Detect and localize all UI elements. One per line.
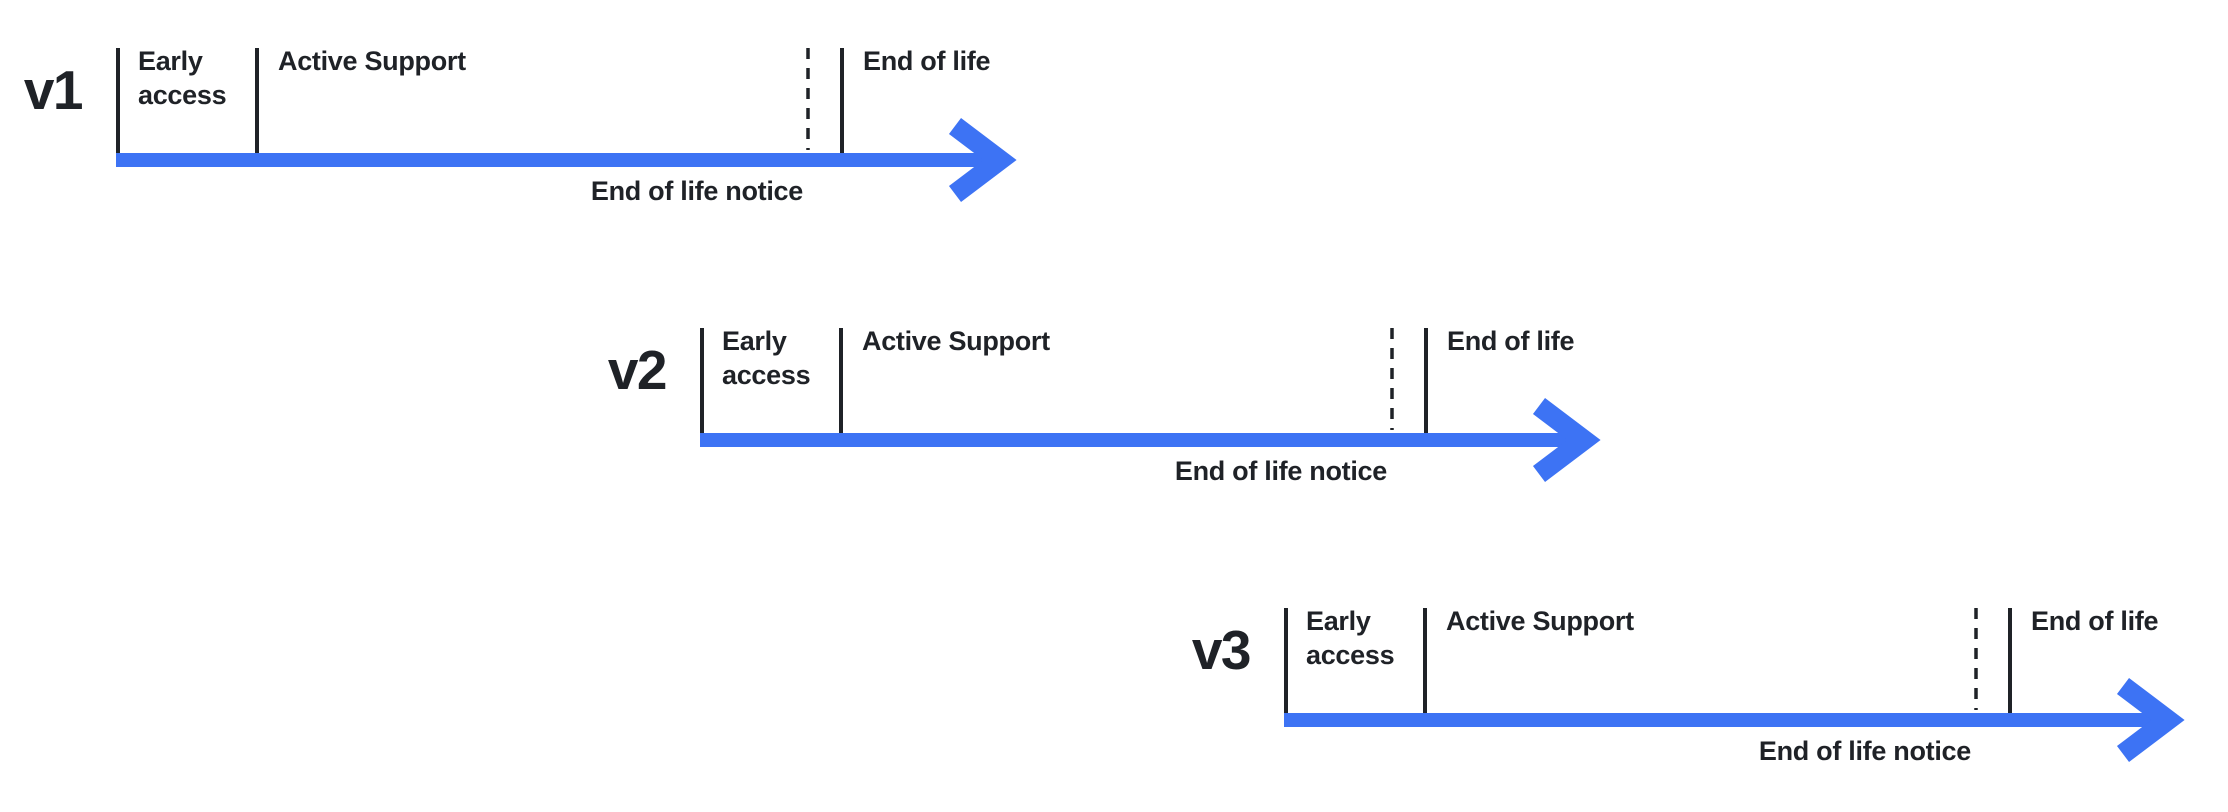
active-support-label: Active Support: [862, 326, 1050, 356]
timeline-v1: v1 Early access Active Support End of li…: [0, 40, 1076, 250]
timeline-v3: v3 Early access Active Support End of li…: [1154, 600, 2228, 810]
end-of-life-label: End of life: [1447, 326, 1575, 356]
lifecycle-arrow: [116, 48, 1017, 202]
version-label: v1: [23, 59, 84, 121]
early-access-label: Early access: [722, 326, 811, 390]
active-support-label: Active Support: [278, 46, 466, 76]
end-of-life-label: End of life: [2031, 606, 2159, 636]
arrow-head: [2116, 678, 2185, 762]
lifecycle-arrow: [700, 328, 1601, 482]
end-of-life-notice-label: End of life notice: [590, 176, 803, 206]
end-of-life-label: End of life: [863, 46, 991, 76]
version-label: v3: [1191, 619, 1252, 681]
arrow-head: [1532, 398, 1601, 482]
lifecycle-arrow: [1284, 608, 2185, 762]
arrow-head: [948, 118, 1017, 202]
end-of-life-notice-label: End of life notice: [1174, 456, 1387, 486]
early-access-label: Early access: [138, 46, 227, 110]
active-support-label: Active Support: [1446, 606, 1634, 636]
version-label: v2: [607, 339, 668, 401]
early-access-label: Early access: [1306, 606, 1395, 670]
end-of-life-notice-label: End of life notice: [1758, 736, 1971, 766]
timeline-v2: v2 Early access Active Support End of li…: [570, 320, 1660, 530]
